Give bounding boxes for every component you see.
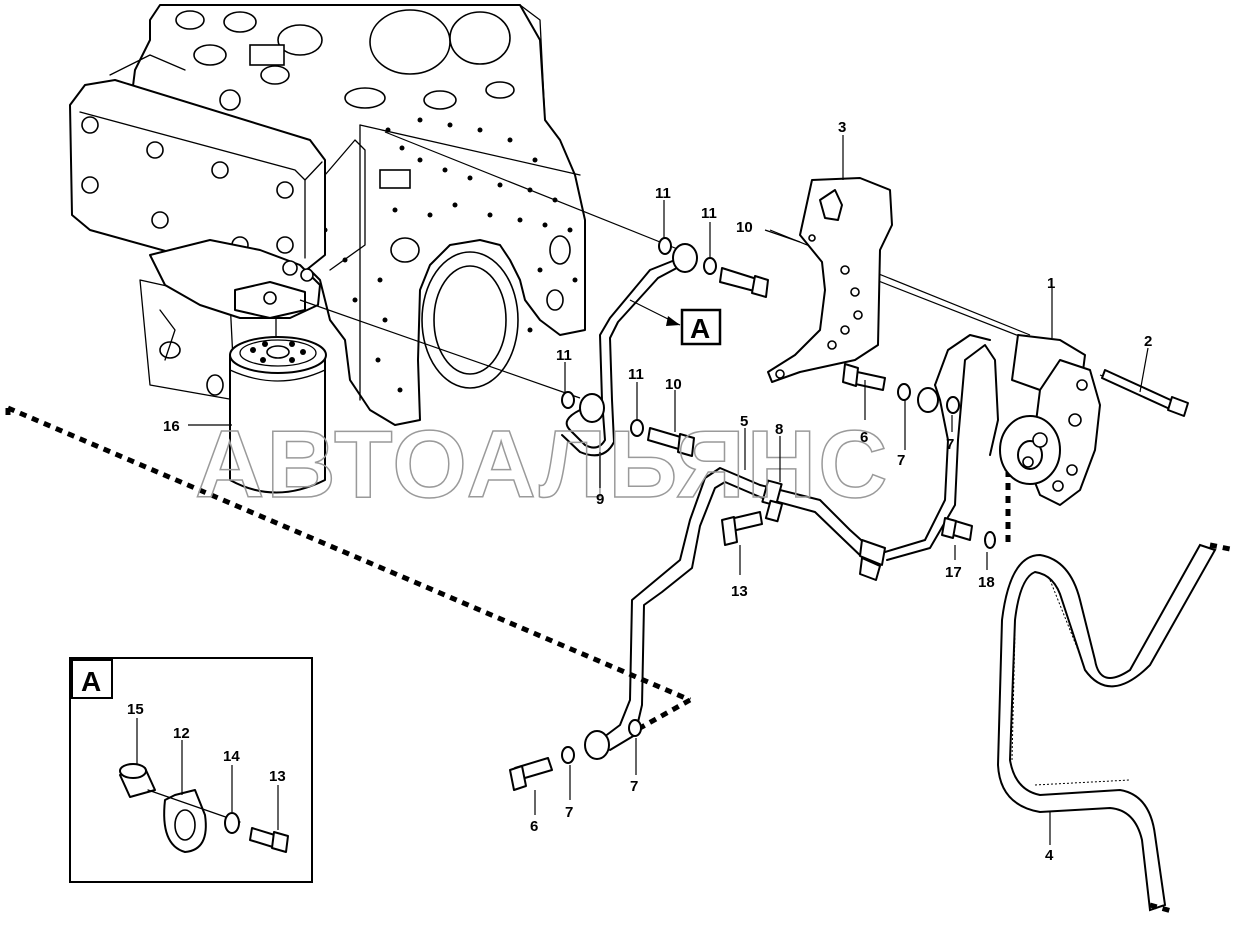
inset-label: A <box>81 666 101 697</box>
callout-9: 9 <box>596 491 604 508</box>
callout-1: 1 <box>1047 275 1055 292</box>
callout-6-lower: 6 <box>530 818 538 835</box>
callout-10-lower: 10 <box>665 376 682 393</box>
filter-head <box>149 239 321 319</box>
callout-11-a: 11 <box>655 185 671 202</box>
engine-block <box>124 4 586 426</box>
callout-13-inset: 13 <box>269 768 286 785</box>
callout-7-mid: 7 <box>897 452 905 469</box>
callout-11-d: 11 <box>628 366 644 383</box>
callout-15: 15 <box>127 701 144 718</box>
callout-12: 12 <box>173 725 190 742</box>
callout-16: 16 <box>163 418 180 435</box>
callout-leaders <box>136 135 1149 845</box>
tensioner-bolt <box>1101 369 1189 417</box>
callout-6-upper: 6 <box>860 429 868 446</box>
callout-4: 4 <box>1045 847 1054 864</box>
callout-11-b: 11 <box>701 205 717 222</box>
callout-7-lower-right: 7 <box>630 778 638 795</box>
upper-oil-pipe <box>561 237 769 457</box>
callout-7-right: 7 <box>946 436 954 453</box>
inset-box-a: A <box>69 657 313 883</box>
callout-numbers: 1 2 3 4 5 6 6 7 7 7 7 8 9 10 10 11 11 11… <box>127 119 1152 864</box>
callout-3: 3 <box>838 119 846 136</box>
drive-belt <box>996 542 1236 915</box>
view-a-marker: A <box>629 299 722 346</box>
callout-10-upper: 10 <box>736 219 753 236</box>
lower-oil-pipe <box>509 334 999 791</box>
watermark-text: АВТОАЛЬЯНС <box>195 411 889 518</box>
callout-14: 14 <box>223 748 240 765</box>
oil-filter <box>229 317 327 494</box>
callout-8: 8 <box>775 421 783 438</box>
callout-5: 5 <box>740 413 748 430</box>
callout-17: 17 <box>945 564 962 581</box>
callout-11-c: 11 <box>556 347 572 364</box>
callout-2: 2 <box>1144 333 1152 350</box>
view-a-label: A <box>690 313 710 344</box>
bracket-plate <box>767 177 893 383</box>
callout-7-lower-left: 7 <box>565 804 573 821</box>
callout-13-main: 13 <box>731 583 748 600</box>
belt-tensioner <box>999 334 1101 506</box>
callout-18: 18 <box>978 574 995 591</box>
